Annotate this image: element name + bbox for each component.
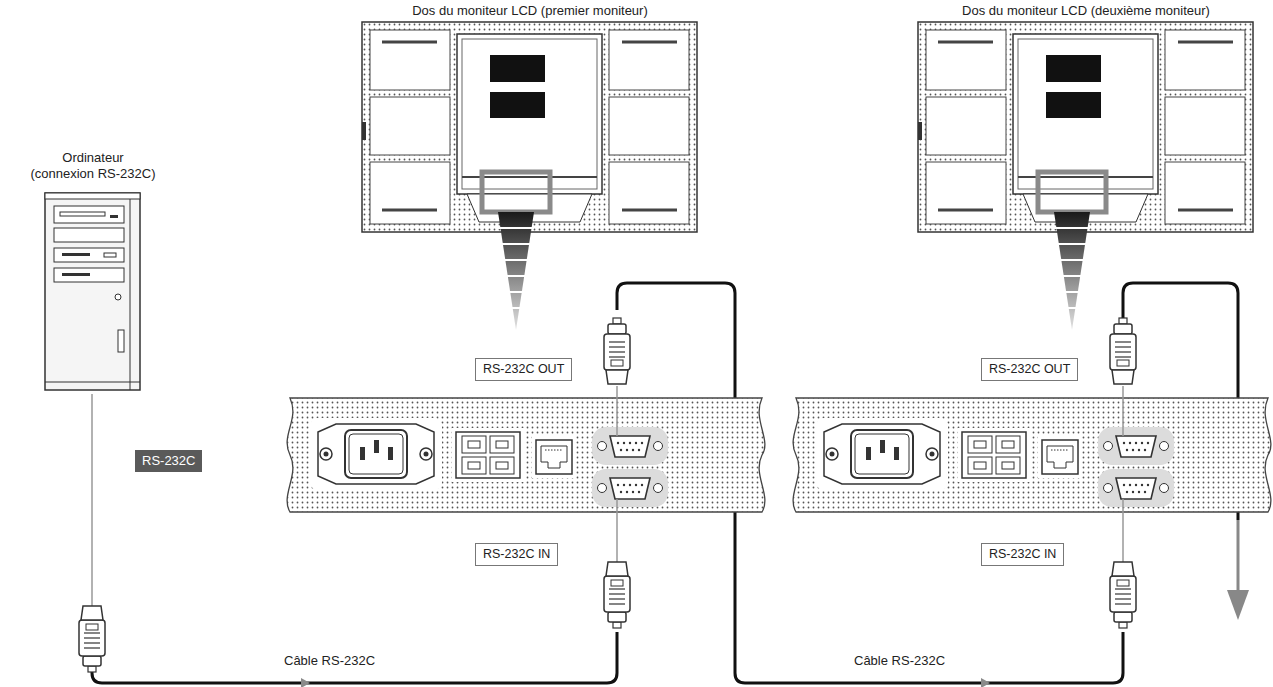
zoom-beam	[498, 212, 534, 330]
direction-arrowhead	[981, 678, 990, 687]
connector-panel-node: RS-232C OUT RS-232C IN	[791, 310, 1270, 632]
monitor-node: Dos du moniteur LCD (premier moniteur)	[345, 3, 715, 235]
monitor-back	[918, 22, 1253, 232]
db9-plug	[1110, 562, 1136, 628]
monitor-back	[362, 22, 697, 232]
port-label-in: RS-232C IN	[981, 543, 1064, 566]
continue-arrow	[1227, 590, 1249, 620]
cable-line	[92, 632, 617, 683]
port-label-out: RS-232C OUT	[475, 358, 572, 381]
db9-plug	[604, 318, 630, 384]
cable-label: Câble RS-232C	[851, 653, 948, 669]
computer-node: Ordinateur (connexion RS-232C)	[8, 150, 178, 394]
direction-arrowhead	[301, 678, 310, 687]
db9-plug	[604, 562, 630, 628]
node-title: Dos du moniteur LCD (deuxième moniteur)	[901, 3, 1271, 19]
signal-label: RS-232C	[135, 450, 202, 472]
db9-plug	[79, 606, 105, 672]
monitor-node: Dos du moniteur LCD (deuxième moniteur)	[901, 3, 1271, 235]
port-label-out: RS-232C OUT	[981, 358, 1078, 381]
zoom-beam	[1054, 212, 1090, 330]
db9-plug	[1110, 318, 1136, 384]
computer-tower	[45, 193, 140, 390]
node-title: Dos du moniteur LCD (premier moniteur)	[345, 3, 715, 19]
connector-panel	[793, 386, 1271, 562]
connector-panel	[287, 386, 765, 562]
cable-line	[91, 394, 93, 606]
cable-label: Câble RS-232C	[281, 653, 378, 669]
node-title: Ordinateur (connexion RS-232C)	[29, 150, 157, 182]
connector-panel-node: RS-232C OUT RS-232C IN	[285, 310, 770, 632]
cable-out	[1237, 520, 1240, 592]
port-label-in: RS-232C IN	[475, 543, 558, 566]
